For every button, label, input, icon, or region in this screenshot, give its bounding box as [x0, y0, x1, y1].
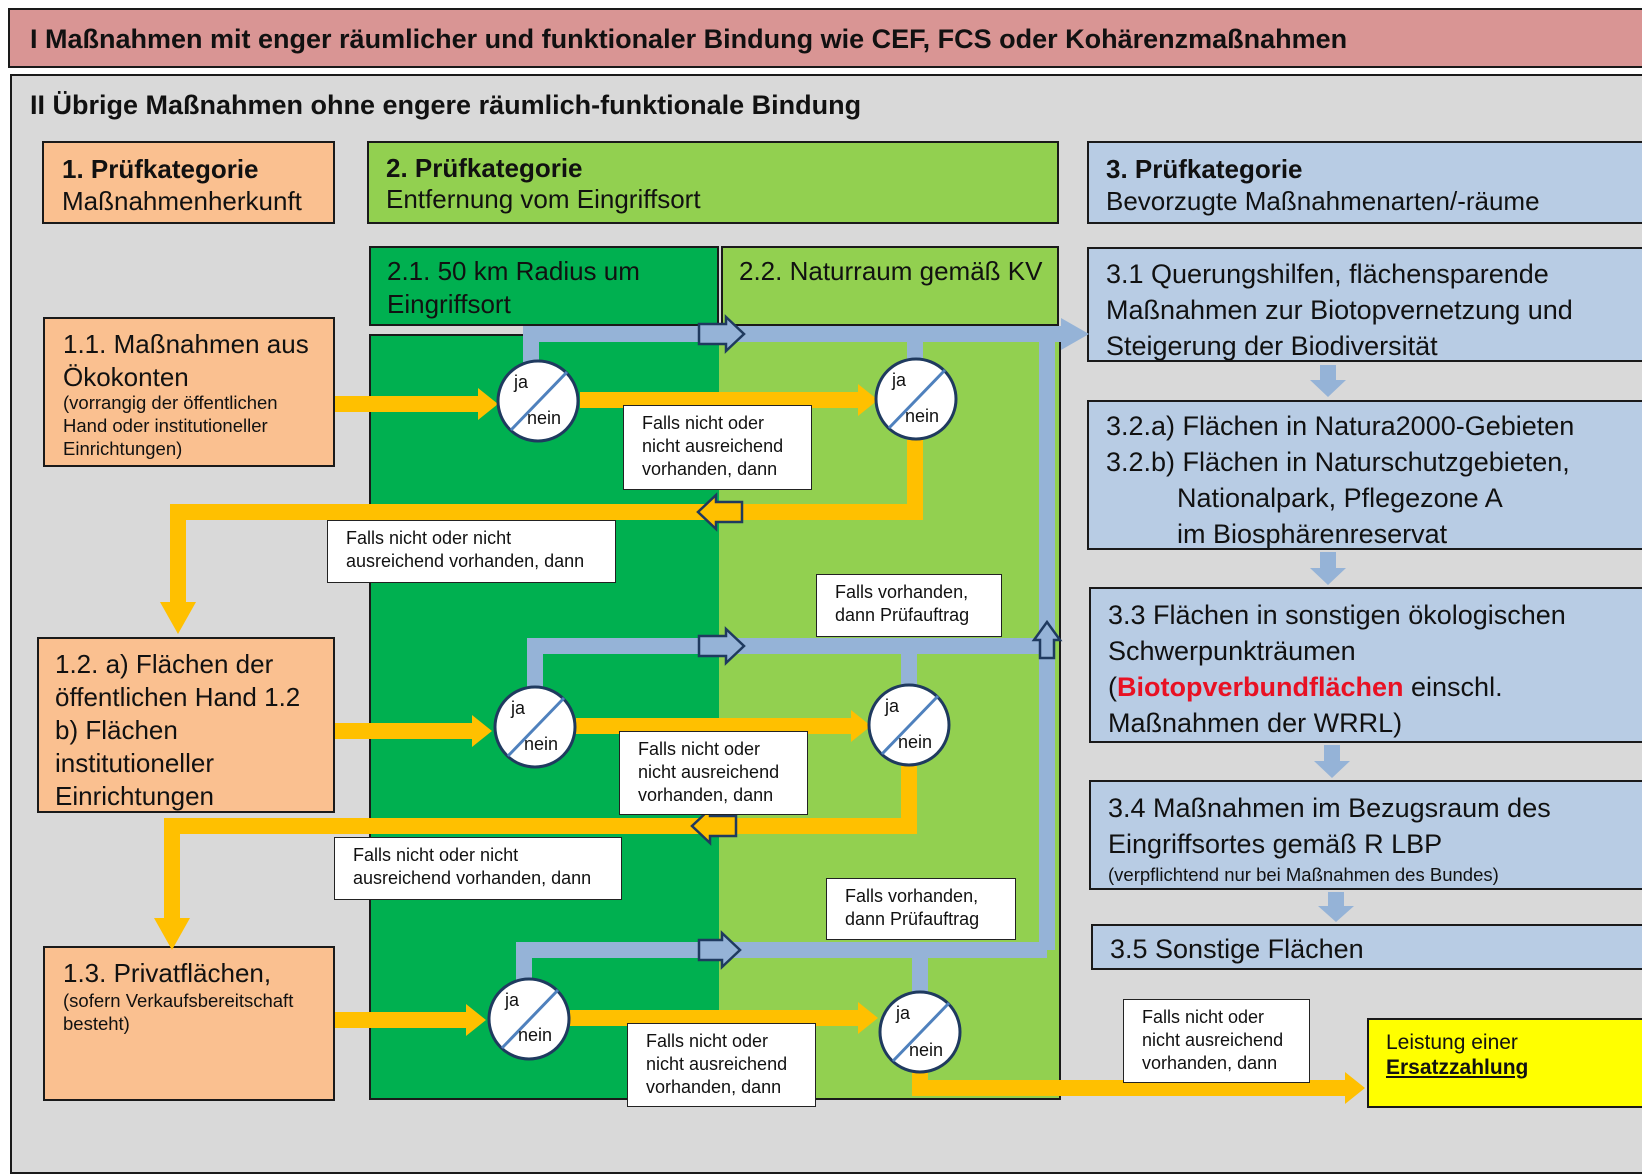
yellow-row3-out: [912, 1072, 1345, 1096]
subcategory-2-2: 2.2. Naturraum gemäß KV: [721, 246, 1059, 326]
origin-1-2-box: 1.2. a) Flächen der öffentlichen Hand 1.…: [37, 637, 335, 813]
type-3-2a-label: 3.2.a) Flächen in Natura2000-Gebieten: [1106, 411, 1575, 441]
blue-hollow-arrow-3: [697, 930, 742, 970]
blue-hollow-arrow-up: [1031, 619, 1063, 660]
blue-arrow-to-3-1: [1061, 318, 1089, 350]
blue-hollow-arrow-1: [697, 314, 746, 354]
decision-slash-1b: [887, 368, 947, 430]
note-available-1: Falls vorhanden, dann Prüfauftrag: [816, 574, 1002, 637]
blue-hollow-arrow-2: [697, 626, 746, 666]
origin-1-3-label: 1.3. Privatflächen,: [63, 958, 272, 988]
type-3-3-text-a: 3.3 Flächen in sonstigen ökologischen Sc…: [1108, 600, 1566, 702]
yes-label-1b: ja: [892, 370, 907, 390]
decision-slash-3b: [891, 1001, 951, 1063]
yes-label-1a: ja: [514, 372, 529, 392]
no-label-2a: nein: [524, 734, 559, 754]
yellow-arrow-6: [858, 1002, 878, 1034]
blue-flow-row1: [523, 326, 1070, 362]
type-3-2b-label: 3.2.b) Flächen in Naturschutzgebieten,: [1106, 447, 1570, 477]
type-3-3-text-b: einschl. Maßnahmen der WRRL): [1108, 672, 1503, 738]
no-label-1a: nein: [527, 408, 562, 428]
type-3-4-box: 3.4 Maßnahmen im Bezugsraum des Eingriff…: [1089, 780, 1642, 890]
category-1-header: 1. Prüfkategorie Maßnahmenherkunft: [42, 141, 335, 224]
subcategory-2-1-label: 2.1. 50 km Radius um Eingriffsort: [387, 256, 640, 319]
compensation-payment-box: Leistung einer Ersatzzahlung: [1367, 1018, 1642, 1108]
type-3-3-highlight: Biotopverbundflächen: [1117, 672, 1404, 702]
category-2-title: 2. Prüfkategorie: [386, 153, 583, 183]
decision-slash-1a: [509, 370, 569, 432]
section-1-banner: I Maßnahmen mit enger räumlicher und fun…: [8, 8, 1642, 68]
type-3-3-label: 3.3 Flächen in sonstigen ökologischen Sc…: [1108, 597, 1623, 741]
yellow-arrow-2: [858, 384, 878, 416]
type-3-3-box: 3.3 Flächen in sonstigen ökologischen Sc…: [1089, 587, 1642, 743]
blue-flow-row3: [516, 942, 1047, 980]
type-3-2-box: 3.2.a) Flächen in Natura2000-Gebieten 3.…: [1087, 400, 1642, 550]
decision-slash-2a: [506, 696, 566, 758]
origin-1-3-note: (sofern Verkaufsbereitschaft besteht): [63, 990, 294, 1034]
yes-label-3a: ja: [505, 990, 520, 1010]
category-2-subtitle: Entfernung vom Eingriffsort: [386, 184, 701, 214]
type-3-1-label: 3.1 Querungshilfen, flächensparende Maßn…: [1106, 259, 1573, 361]
note-not-available-1-outer: Falls nicht oder nicht ausreichend vorha…: [327, 520, 616, 583]
type-3-4-label: 3.4 Maßnahmen im Bezugsraum des Eingriff…: [1108, 793, 1551, 859]
type-3-2b-line3: im Biosphärenreservat: [1177, 519, 1448, 549]
section-2-title: II Übrige Maßnahmen ohne engere räumlich…: [30, 90, 862, 120]
type-3-5-box: 3.5 Sonstige Flächen: [1091, 924, 1642, 970]
yellow-arrow-5: [466, 1004, 486, 1036]
yellow-arrow-1: [478, 388, 498, 420]
yellow-row2-back: [164, 766, 917, 928]
blue-down-arrow-1: [1310, 365, 1346, 397]
subcategory-2-2-label: 2.2. Naturraum gemäß KV: [739, 256, 1043, 286]
note-available-2: Falls vorhanden, dann Prüfauftrag: [826, 878, 1016, 940]
yellow-row1-back: [170, 440, 923, 612]
note-not-available-3-inner: Falls nicht oder nicht ausreichend vorha…: [627, 1023, 816, 1107]
no-label-1b: nein: [905, 406, 940, 426]
subcategory-2-1: 2.1. 50 km Radius um Eingriffsort: [369, 246, 719, 326]
origin-1-1-note: (vorrangig der öffentlichen Hand oder in…: [63, 392, 278, 459]
no-label-3a: nein: [518, 1025, 553, 1045]
decision-slash-3a: [500, 988, 560, 1050]
blue-down-arrow-4: [1318, 892, 1354, 922]
category-2-header: 2. Prüfkategorie Entfernung vom Eingriff…: [367, 141, 1059, 224]
yes-label-3b: ja: [896, 1003, 911, 1023]
category-3-header: 3. Prüfkategorie Bevorzugte Maßnahmenart…: [1087, 141, 1642, 224]
no-label-2b: nein: [898, 732, 933, 752]
category-3-title: 3. Prüfkategorie: [1106, 154, 1303, 184]
note-not-available-2-inner: Falls nicht oder nicht ausreichend vorha…: [619, 731, 808, 815]
type-3-5-label: 3.5 Sonstige Flächen: [1110, 934, 1364, 964]
origin-1-1-label: 1.1. Maßnahmen aus Ökokonten: [63, 329, 309, 392]
type-3-4-note: (verpflichtend nur bei Maßnahmen des Bun…: [1108, 864, 1499, 885]
blue-flow-row2: [527, 638, 1047, 688]
decision-slash-2b: [880, 694, 940, 756]
compensation-line1: Leistung einer: [1386, 1031, 1518, 1054]
compensation-line2: Ersatzzahlung: [1386, 1056, 1529, 1079]
note-not-available-1-inner: Falls nicht oder nicht ausreichend vorha…: [623, 405, 812, 490]
yellow-arrow-4: [851, 710, 871, 742]
blue-down-arrow-3: [1314, 745, 1350, 778]
type-3-2b-line2: Nationalpark, Pflegezone A: [1177, 483, 1503, 513]
yes-label-2b: ja: [885, 696, 900, 716]
yellow-arrow-3: [472, 715, 492, 747]
blue-down-arrow-2: [1310, 552, 1346, 585]
note-not-available-2-outer: Falls nicht oder nicht ausreichend vorha…: [334, 837, 622, 900]
yellow-arrow-to-payment: [1345, 1072, 1365, 1104]
yellow-arrow-down-1: [160, 602, 196, 634]
yellow-arrow-down-2: [154, 918, 190, 950]
no-label-3b: nein: [909, 1040, 944, 1060]
origin-1-2-label: 1.2. a) Flächen der öffentlichen Hand 1.…: [55, 649, 301, 811]
yes-label-2a: ja: [511, 698, 526, 718]
yellow-hollow-arrow-left-1: [696, 492, 744, 532]
section-1-title: I Maßnahmen mit enger räumlicher und fun…: [30, 24, 1348, 54]
category-3-subtitle: Bevorzugte Maßnahmenarten/-räume: [1106, 186, 1540, 216]
type-3-1-box: 3.1 Querungshilfen, flächensparende Maßn…: [1087, 247, 1642, 362]
origin-1-3-box: 1.3. Privatflächen, (sofern Verkaufsbere…: [43, 946, 335, 1101]
origin-1-1-box: 1.1. Maßnahmen aus Ökokonten (vorrangig …: [43, 317, 335, 467]
category-1-title: 1. Prüfkategorie: [62, 154, 259, 184]
category-1-subtitle: Maßnahmenherkunft: [62, 186, 302, 216]
note-not-available-3-outer: Falls nicht oder nicht ausreichend vorha…: [1123, 999, 1310, 1083]
